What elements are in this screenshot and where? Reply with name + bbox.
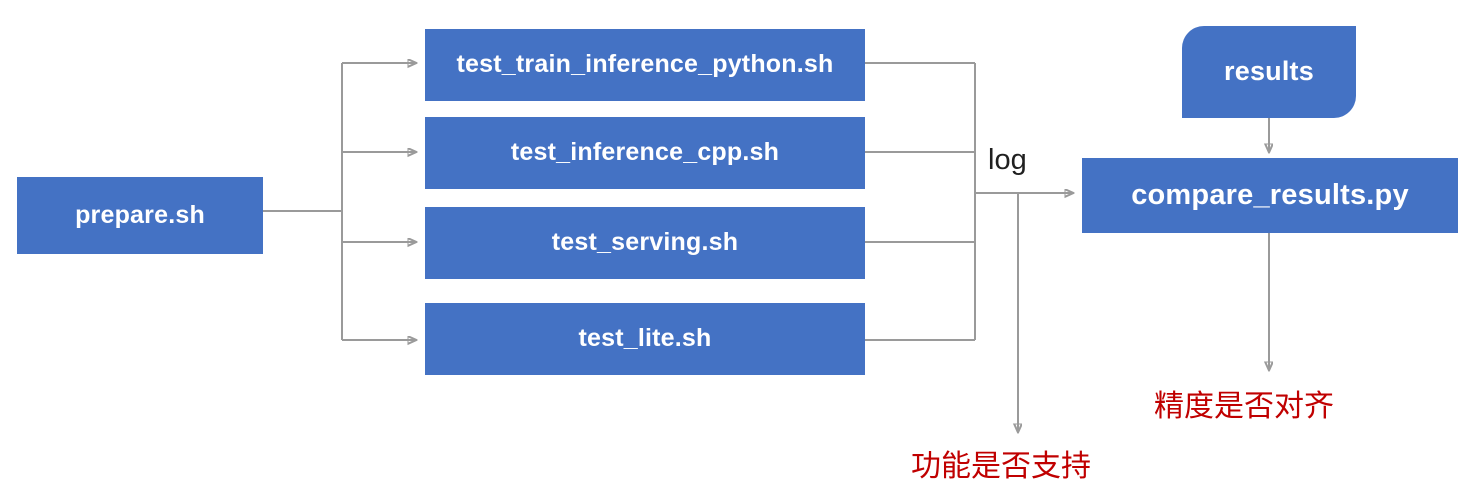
node-test-serving-sh[interactable]: test_serving.sh: [425, 207, 865, 279]
node-results[interactable]: results: [1182, 26, 1356, 118]
node-prepare-sh[interactable]: prepare.sh: [17, 177, 263, 254]
node-test-inference-cpp-sh-label: test_inference_cpp.sh: [510, 138, 780, 167]
node-prepare-sh-label: prepare.sh: [75, 200, 205, 229]
node-test-inference-cpp-sh[interactable]: test_inference_cpp.sh: [425, 117, 865, 189]
node-test-train-inference-python-sh[interactable]: test_train_inference_python.sh: [425, 29, 865, 101]
node-test-lite-sh[interactable]: test_lite.sh: [425, 303, 865, 375]
edge-label-log: log: [988, 144, 1027, 176]
node-test-serving-sh-label: test_serving.sh: [551, 228, 739, 257]
node-test-train-inference-python-sh-label: test_train_inference_python.sh: [456, 50, 834, 79]
annotation-precision-aligned: 精度是否对齐: [1154, 390, 1334, 423]
node-compare-results-py-label: compare_results.py: [1131, 178, 1409, 211]
node-test-lite-sh-label: test_lite.sh: [578, 324, 712, 353]
node-results-label: results: [1224, 56, 1314, 87]
node-compare-results-py[interactable]: compare_results.py: [1082, 158, 1458, 233]
annotation-function-supported: 功能是否支持: [911, 450, 1091, 483]
